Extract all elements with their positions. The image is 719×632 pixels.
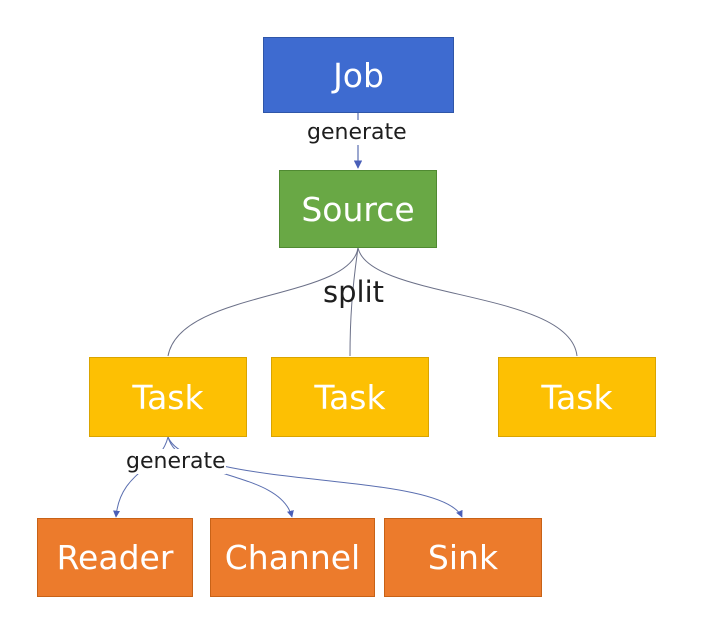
edge-label-generate-job: generate [307, 120, 407, 145]
job-node: Job [263, 37, 454, 113]
edge-label-generate-task: generate [126, 449, 226, 474]
reader-label: Reader [56, 538, 174, 577]
edge-label-split: split [323, 275, 385, 309]
task-node-1: Task [89, 357, 247, 437]
sink-node: Sink [384, 518, 542, 597]
edge-source-task-3 [357, 247, 578, 357]
sink-label: Sink [427, 538, 499, 577]
channel-node: Channel [210, 518, 375, 597]
source-node: Source [279, 170, 437, 248]
edge-source-task-1 [167, 247, 359, 357]
source-label: Source [301, 189, 415, 229]
task-label-3: Task [541, 377, 613, 417]
task-node-3: Task [498, 357, 656, 437]
task-node-2: Task [271, 357, 429, 437]
edge-source-task-2 [349, 247, 359, 357]
reader-node: Reader [37, 518, 193, 597]
channel-label: Channel [224, 538, 361, 577]
job-label: Job [333, 55, 384, 95]
task-label-2: Task [314, 377, 386, 417]
task-label-1: Task [132, 377, 204, 417]
